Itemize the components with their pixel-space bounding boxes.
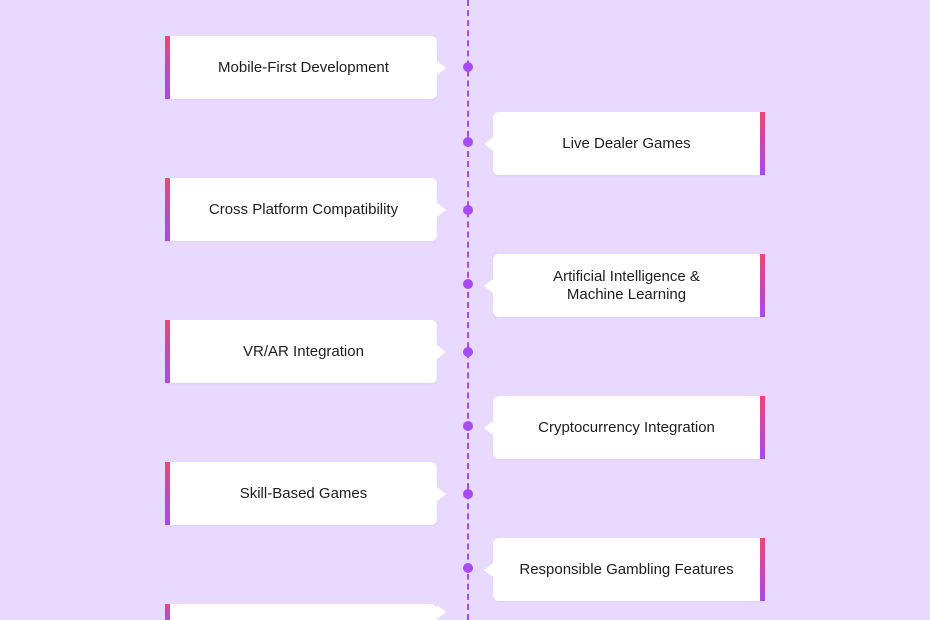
timeline-card-vr-ar: VR/AR Integration: [165, 320, 446, 383]
timeline-card-cryptocurrency: Cryptocurrency Integration: [484, 396, 765, 459]
timeline-card-label: Cryptocurrency Integration: [538, 418, 715, 436]
timeline-card-mobile-first: Mobile-First Development: [165, 36, 446, 99]
timeline-dot: [463, 205, 473, 215]
timeline-card-label: Live Dealer Games: [562, 134, 691, 152]
timeline-card-partial: [165, 604, 446, 620]
timeline-card-label: Artificial Intelligence & Machine Learni…: [553, 267, 700, 303]
timeline-dot: [463, 279, 473, 289]
timeline-dot: [463, 489, 473, 499]
timeline-card-ai-ml: Artificial Intelligence & Machine Learni…: [484, 254, 765, 317]
timeline-dashed-line: [467, 0, 469, 620]
timeline-card-skill-based: Skill-Based Games: [165, 462, 446, 525]
timeline-dot: [463, 62, 473, 72]
timeline-card-responsible-gambling: Responsible Gambling Features: [484, 538, 765, 601]
timeline-dot: [463, 563, 473, 573]
timeline-card-label: Responsible Gambling Features: [519, 560, 734, 578]
timeline-dot: [463, 137, 473, 147]
timeline-card-label: VR/AR Integration: [243, 342, 364, 360]
timeline-card-live-dealer: Live Dealer Games: [484, 112, 765, 175]
timeline-card-label: Mobile-First Development: [218, 58, 389, 76]
timeline-dot: [463, 421, 473, 431]
timeline-dot: [463, 347, 473, 357]
timeline-card-label: Skill-Based Games: [239, 484, 368, 502]
timeline-card-label: Cross Platform Compatibility: [208, 200, 399, 218]
timeline-card-cross-platform: Cross Platform Compatibility: [165, 178, 446, 241]
